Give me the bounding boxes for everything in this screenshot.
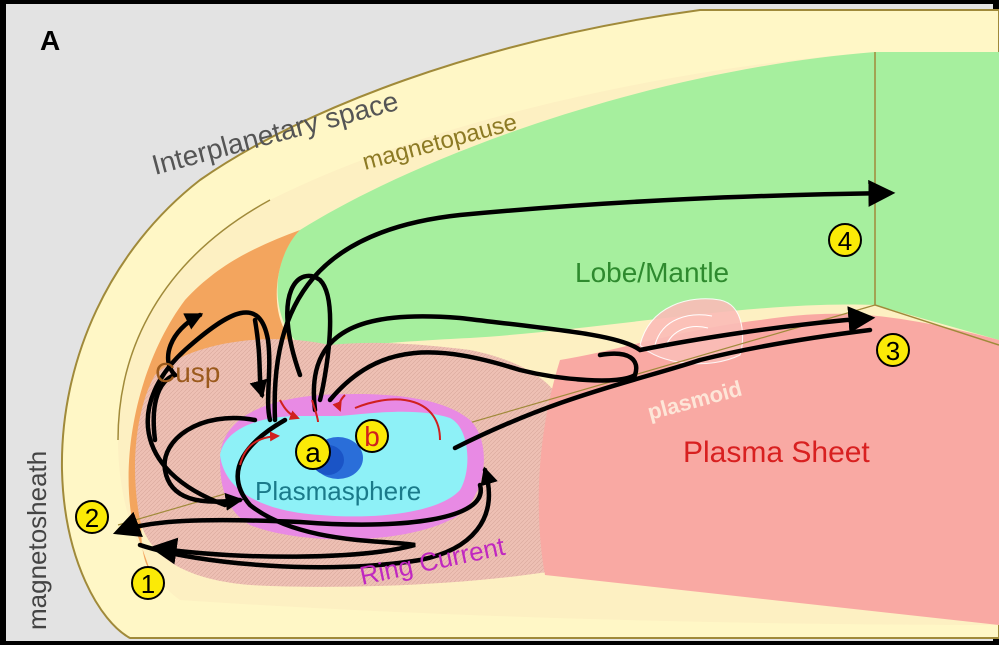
marker-4: 4 [829,224,861,256]
marker-1: 1 [132,567,164,599]
marker-b: b [356,420,388,452]
marker-2: 2 [76,501,108,533]
marker-a: a [296,435,330,469]
svg-text:4: 4 [838,226,852,256]
svg-text:1: 1 [141,569,155,599]
plasma-sheet-label: Plasma Sheet [683,436,870,469]
lobe-mantle-label: Lobe/Mantle [575,257,729,288]
plasmasphere-label: Plasmasphere [255,476,421,506]
svg-text:a: a [305,437,321,468]
panel-label: A [40,25,60,56]
marker-3: 3 [877,334,909,366]
cusp-label: Cusp [155,357,220,388]
plasma-sheet-region [539,314,999,625]
svg-text:2: 2 [85,503,99,533]
magnetosheath-label: magnetosheath [22,451,52,630]
svg-text:3: 3 [886,336,900,366]
svg-text:b: b [364,421,380,452]
